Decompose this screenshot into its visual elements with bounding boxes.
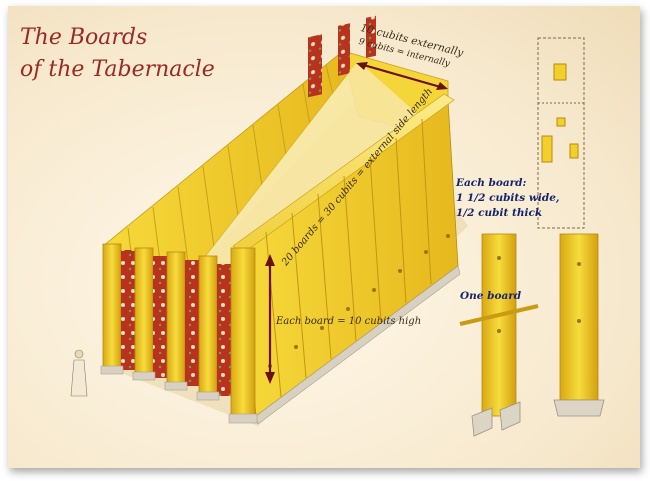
front-pillar-4 [198,255,218,397]
board-spec-thick: 1/2 cubit thick [456,207,543,219]
front-entrance [100,243,258,424]
human-figure [70,349,88,397]
board-spec-note: Each board: 1 1/2 cubits wide, 1/2 cubit… [456,176,560,221]
dimension-arrows [265,62,448,384]
silver-base-strip [255,265,461,425]
front-pillar-3 [166,251,186,387]
board-spec-heading: Each board: [456,177,527,189]
single-board-side [553,233,605,417]
width-arrow [359,62,445,90]
plan-altar [556,117,566,127]
diagram-title: The Boards of the Tabernacle [20,22,215,86]
title-line-1: The Boards [20,25,148,50]
label-board-height: Each board = 10 cubits high [276,316,422,327]
back-curtain-3 [366,15,376,58]
board-spec-width: 1 1/2 cubits wide, [456,192,560,204]
front-pillar-1 [102,243,122,371]
front-curtain-3 [185,260,199,386]
front-curtain-1 [121,250,135,370]
near-wall-seams [265,118,432,398]
plan-outline [537,37,585,229]
plan-lampstand [569,143,579,159]
wall-rings [268,234,450,368]
plan-ark [553,63,567,81]
label-one-board: One board [460,290,522,302]
front-curtain-2 [153,256,167,378]
silver-socket-side [553,399,605,417]
front-corner-pillar [230,247,256,419]
tabernacle-illustration [70,15,605,437]
crossbar [459,304,539,326]
silver-socket-right [499,401,521,431]
silver-socket-left [471,407,493,437]
illustration-frame: The Boards of the Tabernacle 10 cubits e… [8,6,640,468]
title-line-2: of the Tabernacle [20,57,215,82]
plan-table [541,135,553,163]
floor-plan [537,37,585,229]
front-pillar-2 [134,247,154,377]
back-curtain-1 [308,34,322,98]
single-board-front [459,233,539,437]
back-curtain-2 [338,23,350,76]
front-curtain-4 [217,264,231,396]
far-wall-seams [127,64,334,339]
